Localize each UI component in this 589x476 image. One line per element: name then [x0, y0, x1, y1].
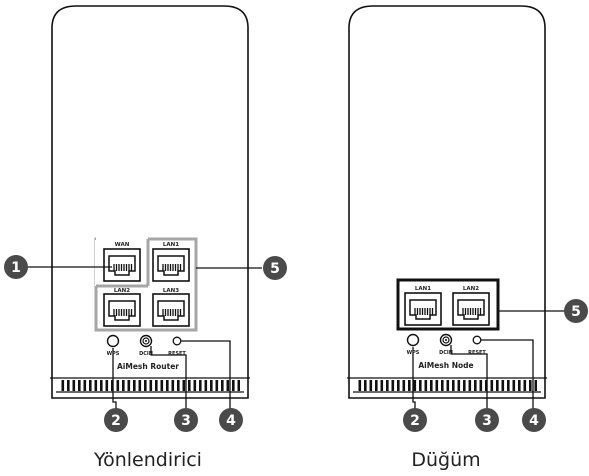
- node-lan1-label: LAN1: [415, 286, 431, 292]
- svg-text:4: 4: [226, 413, 236, 429]
- router-callout-2: 2: [104, 408, 128, 432]
- node-callout-5: 5: [564, 299, 588, 323]
- node-dcin-port: [439, 333, 453, 347]
- node-caption: Düğüm: [411, 449, 480, 471]
- router-lan1-label: LAN1: [163, 242, 179, 248]
- router-dcin-label: DCIN: [139, 351, 153, 357]
- router-callout-1: 1: [4, 255, 28, 279]
- node-callout-2: 2: [403, 408, 427, 432]
- router-brand-label: AiMesh Router: [117, 362, 179, 371]
- svg-text:3: 3: [482, 413, 492, 429]
- router-reset-button: [172, 336, 182, 346]
- router-lan2-label: LAN2: [114, 288, 130, 294]
- router-dcin-port: [139, 334, 153, 348]
- node-reset-button: [472, 335, 482, 345]
- node-lan2-port: [452, 292, 490, 326]
- svg-text:5: 5: [571, 304, 581, 320]
- router-vents: [60, 380, 240, 391]
- node-device: LAN1 LAN2 WPS DCIN RESET AiMesh Node 2: [347, 5, 588, 471]
- router-wan-label: WAN: [115, 242, 130, 248]
- node-lan2-label: LAN2: [463, 286, 479, 292]
- node-vents: [357, 380, 537, 391]
- node-wps-button: [406, 333, 420, 347]
- router-device: WAN LAN1 LAN2 LAN3 WPS DCIN RESET AiMesh…: [4, 5, 287, 471]
- svg-text:1: 1: [11, 260, 21, 276]
- router-caption: Yönlendirici: [93, 449, 202, 471]
- router-reset-label: RESET: [168, 351, 186, 357]
- svg-text:5: 5: [270, 261, 280, 277]
- router-body: [51, 5, 249, 399]
- router-lan1-port: [152, 248, 190, 282]
- router-callout-4: 4: [219, 408, 243, 432]
- router-lan3-port: [152, 293, 190, 327]
- node-reset-label: RESET: [468, 350, 486, 356]
- router-wps-button: [106, 334, 120, 348]
- node-callout-4: 4: [522, 408, 546, 432]
- router-lan2-port: [103, 293, 141, 327]
- node-callout-3: 3: [475, 408, 499, 432]
- node-dcin-label: DCIN: [439, 350, 453, 356]
- svg-text:4: 4: [529, 413, 539, 429]
- router-callout-3: 3: [174, 408, 198, 432]
- node-lan1-port: [404, 292, 442, 326]
- router-wan-port: [103, 248, 141, 282]
- router-callout-5: 5: [263, 256, 287, 280]
- svg-text:3: 3: [181, 413, 191, 429]
- svg-text:2: 2: [111, 413, 121, 429]
- router-lan3-label: LAN3: [163, 288, 179, 294]
- svg-text:2: 2: [410, 413, 420, 429]
- node-brand-label: AiMesh Node: [418, 361, 473, 370]
